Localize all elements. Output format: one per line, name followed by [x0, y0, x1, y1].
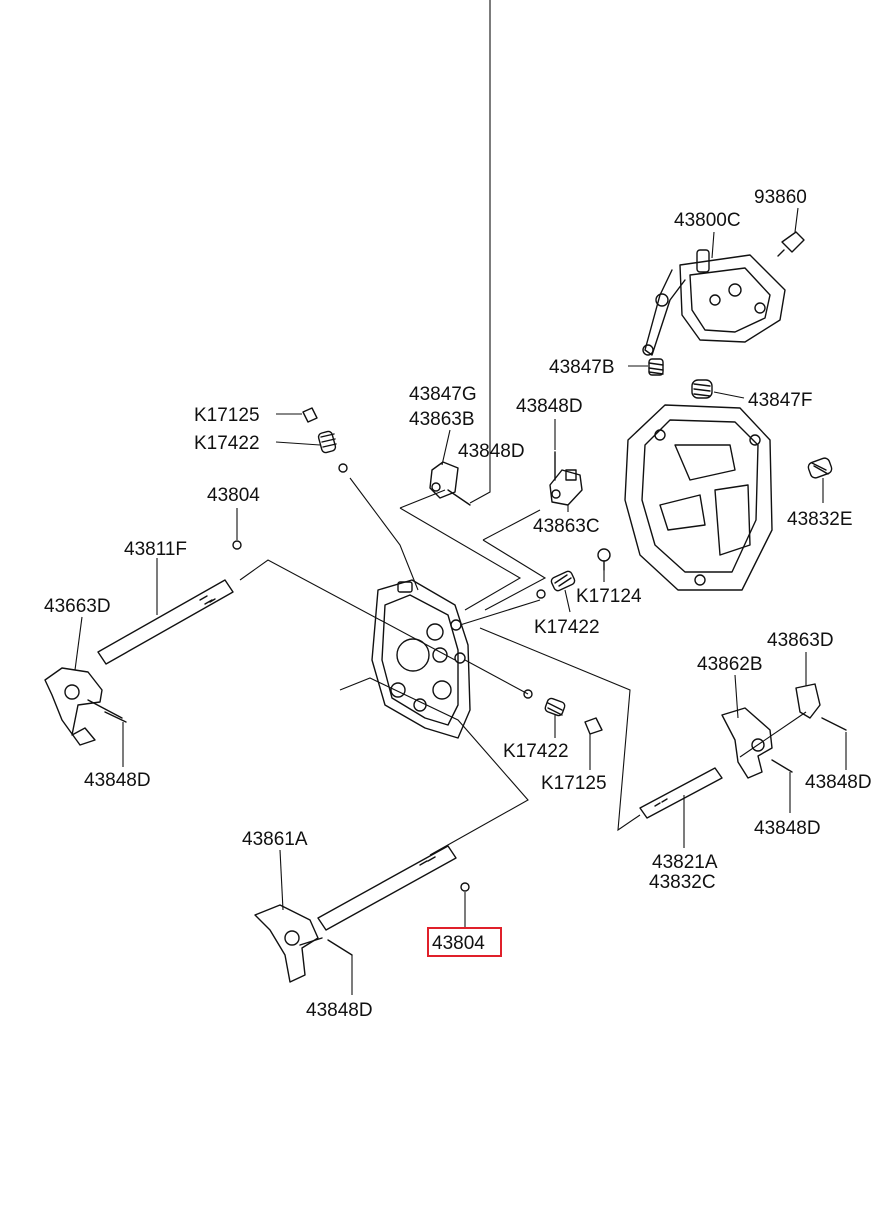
- pin-43848D-d[interactable]: [821, 717, 847, 731]
- label-43847G[interactable]: 43847G: [409, 384, 477, 405]
- spring-43847B[interactable]: [648, 358, 664, 376]
- label-43848D-lower-right[interactable]: 43848D: [754, 818, 821, 839]
- label-K17124[interactable]: K17124: [576, 586, 642, 607]
- label-K17125-upper[interactable]: K17125: [194, 405, 260, 426]
- shift-rail-43811F[interactable]: [97, 579, 234, 665]
- label-43862B[interactable]: 43862B: [697, 654, 763, 675]
- label-43848D-mid[interactable]: 43848D: [458, 441, 525, 462]
- label-43848D-bottom[interactable]: 43848D: [306, 1000, 373, 1021]
- ball-43804-b[interactable]: [460, 882, 470, 892]
- leader-lines: [74, 0, 847, 995]
- plug-K17125-a[interactable]: [302, 407, 318, 423]
- bracket-43863D[interactable]: [795, 683, 821, 719]
- label-43848D-right[interactable]: 43848D: [805, 772, 872, 793]
- label-K17422-mid[interactable]: K17422: [534, 617, 600, 638]
- label-43847B[interactable]: 43847B: [549, 357, 615, 378]
- label-K17422-upper[interactable]: K17422: [194, 433, 260, 454]
- pin-43848D-e[interactable]: [771, 759, 793, 773]
- center-housing-plate[interactable]: [371, 579, 471, 739]
- shift-fork-43663D[interactable]: [44, 667, 123, 746]
- label-43663D[interactable]: 43663D: [44, 596, 111, 617]
- part-labels: 93860 43800C 43847B 43847F 43847G 43863B…: [44, 187, 872, 1021]
- shift-rail-43861A[interactable]: [317, 845, 457, 931]
- assembly-guide-lines: [239, 477, 807, 856]
- shift-fork-43862B[interactable]: [721, 707, 773, 779]
- label-43848D-left[interactable]: 43848D: [84, 770, 151, 791]
- switch-93860[interactable]: [777, 231, 805, 257]
- interlock-43847G[interactable]: [429, 461, 459, 499]
- label-43863B[interactable]: 43863B: [409, 409, 475, 430]
- label-43832C[interactable]: 43832C: [649, 872, 716, 893]
- shift-cover-assembly[interactable]: [642, 249, 786, 356]
- spring-43832E[interactable]: [807, 457, 833, 480]
- label-K17422-lower[interactable]: K17422: [503, 741, 569, 762]
- label-43832E[interactable]: 43832E: [787, 509, 853, 530]
- spring-K17422-c[interactable]: [544, 697, 566, 717]
- shift-rail-43821A[interactable]: [639, 767, 723, 819]
- label-43861A[interactable]: 43861A: [242, 829, 308, 850]
- label-43804-highlighted[interactable]: 43804: [432, 933, 485, 954]
- label-43800C[interactable]: 43800C: [674, 210, 741, 231]
- label-43804-upper[interactable]: 43804: [207, 485, 260, 506]
- pin-43848D-c[interactable]: [104, 711, 127, 723]
- ball-upper[interactable]: [338, 463, 348, 473]
- label-43848D-upper[interactable]: 43848D: [516, 396, 583, 417]
- spring-K17422-b[interactable]: [550, 570, 576, 592]
- label-43847F[interactable]: 43847F: [748, 390, 812, 411]
- ball-center[interactable]: [523, 589, 546, 699]
- label-K17125-lower[interactable]: K17125: [541, 773, 607, 794]
- pin-43848D-f[interactable]: [327, 939, 353, 956]
- bracket-43863C[interactable]: [549, 469, 583, 506]
- spring-K17422-a[interactable]: [317, 430, 337, 454]
- label-43863C[interactable]: 43863C: [533, 516, 600, 537]
- ball-43804-a[interactable]: [232, 540, 242, 550]
- label-43863D[interactable]: 43863D: [767, 630, 834, 651]
- label-43821A[interactable]: 43821A: [652, 852, 718, 873]
- transmission-case[interactable]: [624, 404, 773, 591]
- spring-43847F[interactable]: [691, 379, 713, 399]
- plug-K17125-b[interactable]: [584, 717, 603, 735]
- highlight-box: [427, 927, 502, 957]
- bolt-K17124[interactable]: [597, 548, 611, 571]
- shift-fork-43861A[interactable]: [254, 904, 323, 983]
- label-43811F[interactable]: 43811F: [124, 539, 187, 560]
- label-93860[interactable]: 93860: [754, 187, 807, 208]
- pin-43848D-a[interactable]: [447, 489, 471, 506]
